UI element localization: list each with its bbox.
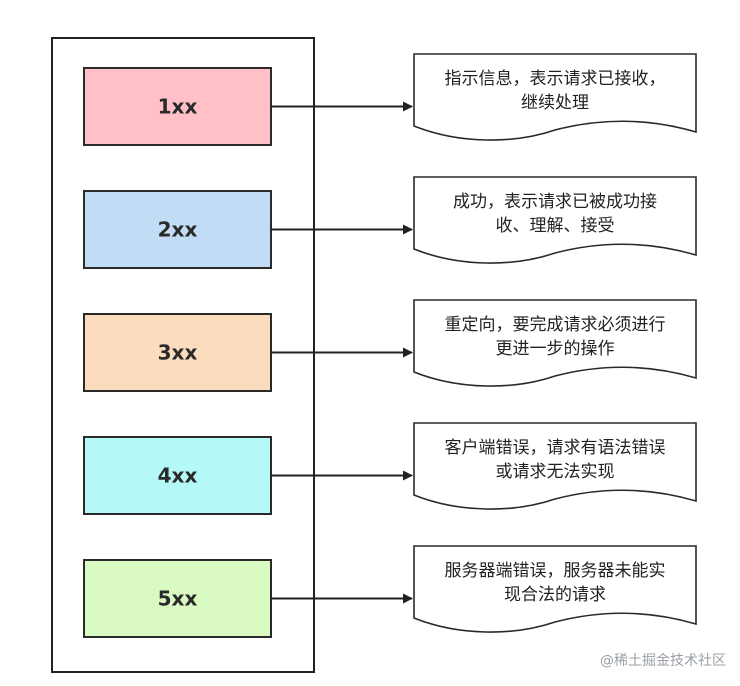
description-line: 指示信息，表示请求已接收，: [445, 69, 666, 89]
description-document-1xx: [413, 53, 697, 141]
description-document-4xx: [413, 422, 697, 510]
status-box-1xx: [83, 67, 272, 146]
description-document-5xx: [413, 545, 697, 633]
description-line: 重定向，要完成请求必须进行: [445, 315, 666, 335]
status-code-label: 2xx: [158, 218, 198, 242]
status-box-2xx: [83, 190, 272, 269]
watermark-text: @稀土掘金技术社区: [600, 653, 726, 669]
description-line: 服务器端错误，服务器未能实: [445, 561, 666, 581]
status-code-label: 5xx: [158, 587, 198, 611]
description-line: 收、理解、接受: [496, 216, 615, 236]
description-line: 更进一步的操作: [496, 339, 615, 359]
status-box-4xx: [83, 436, 272, 515]
status-code-label: 3xx: [158, 341, 198, 365]
description-line: 客户端错误，请求有语法错误: [445, 438, 666, 458]
description-line: 成功，表示请求已被成功接: [453, 192, 657, 212]
status-box-5xx: [83, 559, 272, 638]
status-code-label: 4xx: [158, 464, 198, 488]
description-document-2xx: [413, 176, 697, 264]
status-box-3xx: [83, 313, 272, 392]
status-code-label: 1xx: [158, 95, 198, 119]
description-line: 继续处理: [521, 93, 589, 113]
description-line: 现合法的请求: [504, 585, 606, 605]
description-document-3xx: [413, 299, 697, 387]
description-line: 或请求无法实现: [496, 462, 615, 482]
